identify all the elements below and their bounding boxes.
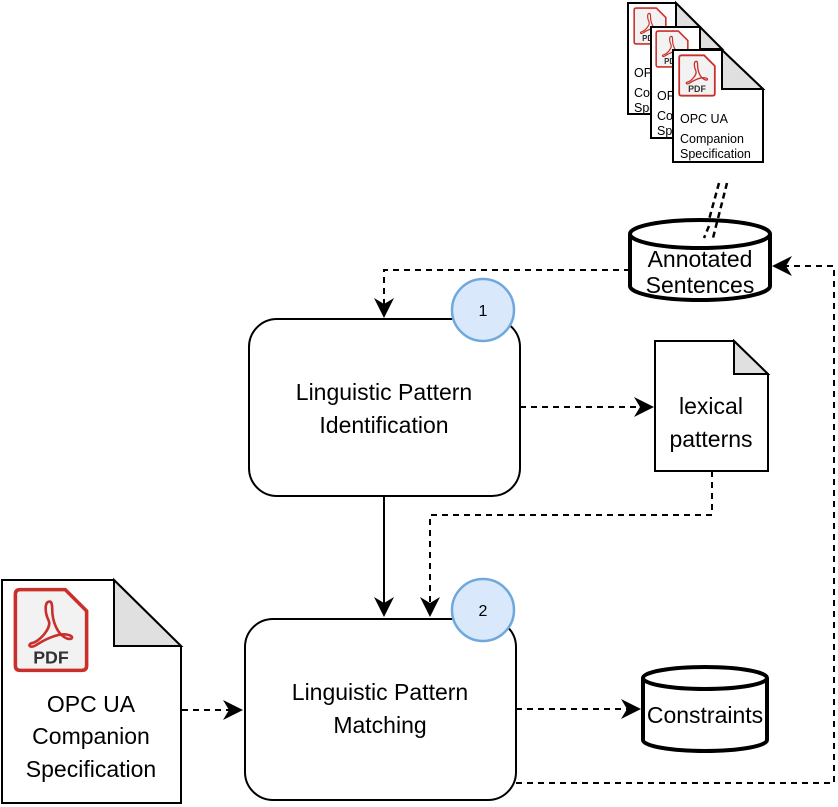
- lexical-patterns-line2: patterns: [669, 426, 752, 452]
- lexical-patterns-doc: lexical patterns: [654, 338, 771, 472]
- pattern-identification-process: Linguistic Pattern Identification: [248, 318, 521, 497]
- spec-stack-doc-front-line1: OPC UA: [680, 112, 729, 126]
- annotated-sentences-db: Annotated Sentences: [628, 218, 772, 302]
- step-badge-1: 1: [450, 277, 516, 343]
- edge-lexical-to-matching: [420, 471, 713, 617]
- spec-stack-doc-front: OPC UA Companion Specification: [672, 47, 766, 163]
- input-spec-line1: OPC UA: [47, 691, 136, 717]
- step-badge-2-label: 2: [479, 603, 488, 620]
- pattern-matching-line1: Linguistic Pattern: [292, 679, 468, 705]
- constraints-db: Constraints: [641, 665, 769, 753]
- edge-matching-to-annotated: [516, 256, 835, 784]
- pattern-identification-line1: Linguistic Pattern: [296, 379, 472, 405]
- pdf-icon: [678, 54, 716, 97]
- annotated-sentences-line1: Annotated: [648, 246, 753, 272]
- spec-stack-doc-front-line3: Specification: [680, 147, 751, 161]
- lexical-patterns-line1: lexical: [679, 393, 743, 419]
- input-spec-line3: Specification: [26, 756, 156, 782]
- input-spec-line2: Companion: [32, 723, 150, 749]
- edge-annotated-to-identification: [374, 269, 630, 318]
- constraints-label: Constraints: [647, 702, 763, 728]
- annotated-sentences-line2: Sentences: [646, 272, 755, 298]
- pattern-matching-line2: Matching: [333, 712, 426, 738]
- pdf-icon: [13, 587, 89, 673]
- input-spec-doc: OPC UA Companion Specification: [1, 577, 184, 804]
- pattern-matching-process: Linguistic Pattern Matching: [244, 618, 517, 801]
- spec-stack-doc-front-line2: Companion: [680, 132, 744, 146]
- step-badge-2: 2: [450, 577, 516, 643]
- pattern-identification-line2: Identification: [319, 412, 448, 438]
- step-badge-1-label: 1: [479, 303, 488, 320]
- spec-stack: OPC UA Companion Specification OPC UA Co…: [627, 0, 766, 163]
